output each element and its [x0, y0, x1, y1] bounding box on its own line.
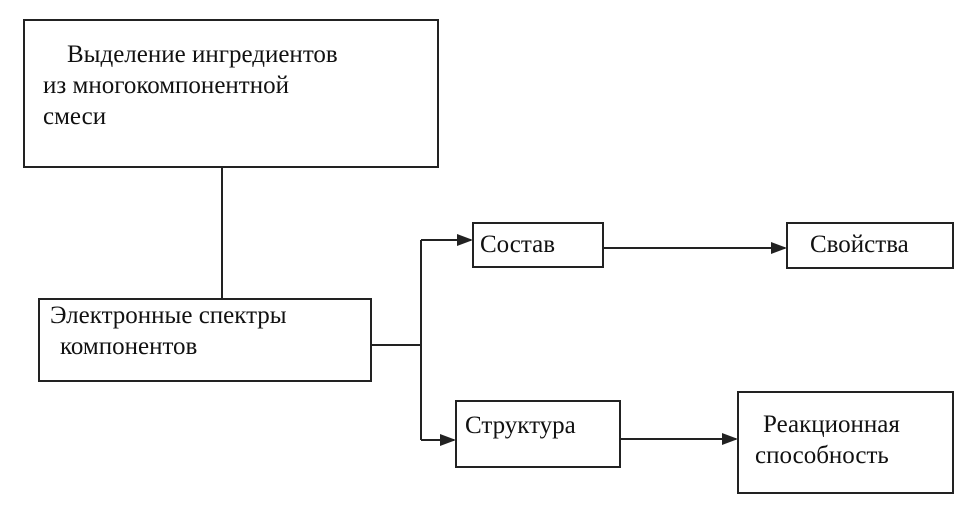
- box-extraction-line-2: из многокомпонентной: [43, 72, 289, 99]
- box-spectra: Электронные спектры компонентов: [38, 298, 372, 382]
- box-extraction: Выделение ингредиентов из многокомпонент…: [23, 19, 439, 168]
- box-reactivity: Реакционная способность: [737, 391, 954, 494]
- box-reactivity-line-1: Реакционная: [763, 411, 900, 438]
- box-extraction-line-3: смеси: [43, 103, 107, 130]
- box-structure: Структура: [455, 400, 621, 468]
- box-structure-label: Структура: [465, 412, 576, 439]
- box-spectra-line-2: компонентов: [60, 333, 198, 360]
- box-composition: Состав: [472, 222, 604, 268]
- box-properties: Свойства: [786, 222, 954, 269]
- box-extraction-line-1: Выделение ингредиентов: [67, 41, 338, 68]
- box-properties-label: Свойства: [810, 231, 909, 258]
- box-composition-label: Состав: [480, 231, 556, 258]
- box-reactivity-line-2: способность: [755, 442, 889, 469]
- box-spectra-line-1: Электронные спектры: [50, 302, 287, 329]
